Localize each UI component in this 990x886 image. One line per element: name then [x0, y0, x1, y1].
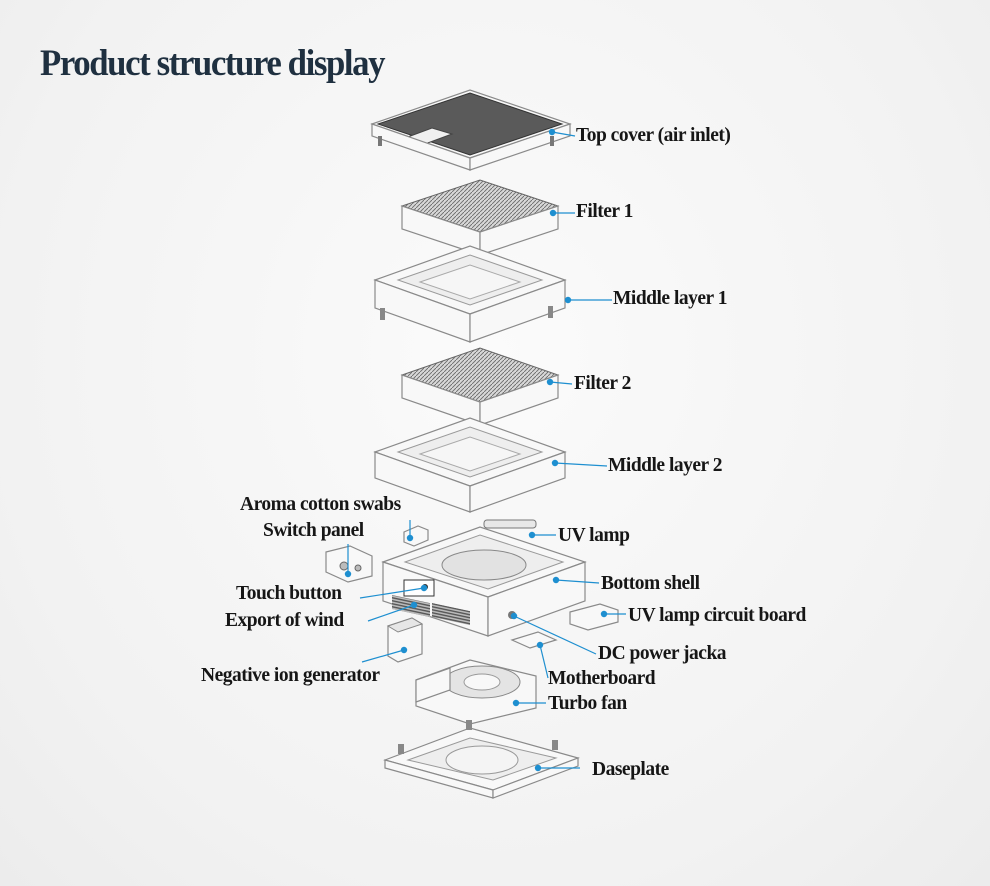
switch-panel-part: [325, 545, 373, 583]
label-negative-ion-generator: Negative ion generator: [201, 665, 380, 686]
label-motherboard: Motherboard: [548, 668, 656, 689]
turbo-fan-part: [415, 659, 537, 725]
label-export-of-wind: Export of wind: [225, 610, 344, 631]
label-dc-power-jack: DC power jacka: [598, 643, 727, 664]
page-title: Product structure display: [40, 43, 386, 84]
baseplate-part: [383, 720, 580, 799]
label-uv-lamp-circuit-board: UV lamp circuit board: [628, 605, 806, 626]
filter-1-part: [400, 179, 560, 256]
label-filter-1: Filter 1: [576, 201, 633, 222]
label-bottom-shell: Bottom shell: [601, 573, 700, 594]
negative-ion-part: [386, 617, 424, 663]
top-cover-part: [370, 89, 572, 171]
label-top-cover: Top cover (air inlet): [576, 125, 731, 146]
label-middle-layer-1: Middle layer 1: [613, 288, 727, 309]
uv-circuit-board-part: [569, 603, 619, 631]
label-touch-button: Touch button: [236, 583, 342, 604]
leader-lines: [344, 128, 626, 772]
label-filter-2: Filter 2: [574, 373, 631, 394]
label-turbo-fan: Turbo fan: [548, 693, 627, 714]
motherboard-part: [510, 631, 558, 649]
label-aroma-cotton-swabs: Aroma cotton swabs: [240, 494, 401, 515]
middle-layer-2-part: [373, 417, 567, 513]
filter-2-part: [400, 347, 560, 426]
label-switch-panel: Switch panel: [263, 520, 364, 541]
middle-layer-1-part: [373, 245, 567, 343]
label-uv-lamp: UV lamp: [558, 525, 630, 546]
uv-lamp-part: [483, 519, 537, 529]
label-middle-layer-2: Middle layer 2: [608, 455, 722, 476]
label-baseplate: Daseplate: [592, 759, 669, 780]
